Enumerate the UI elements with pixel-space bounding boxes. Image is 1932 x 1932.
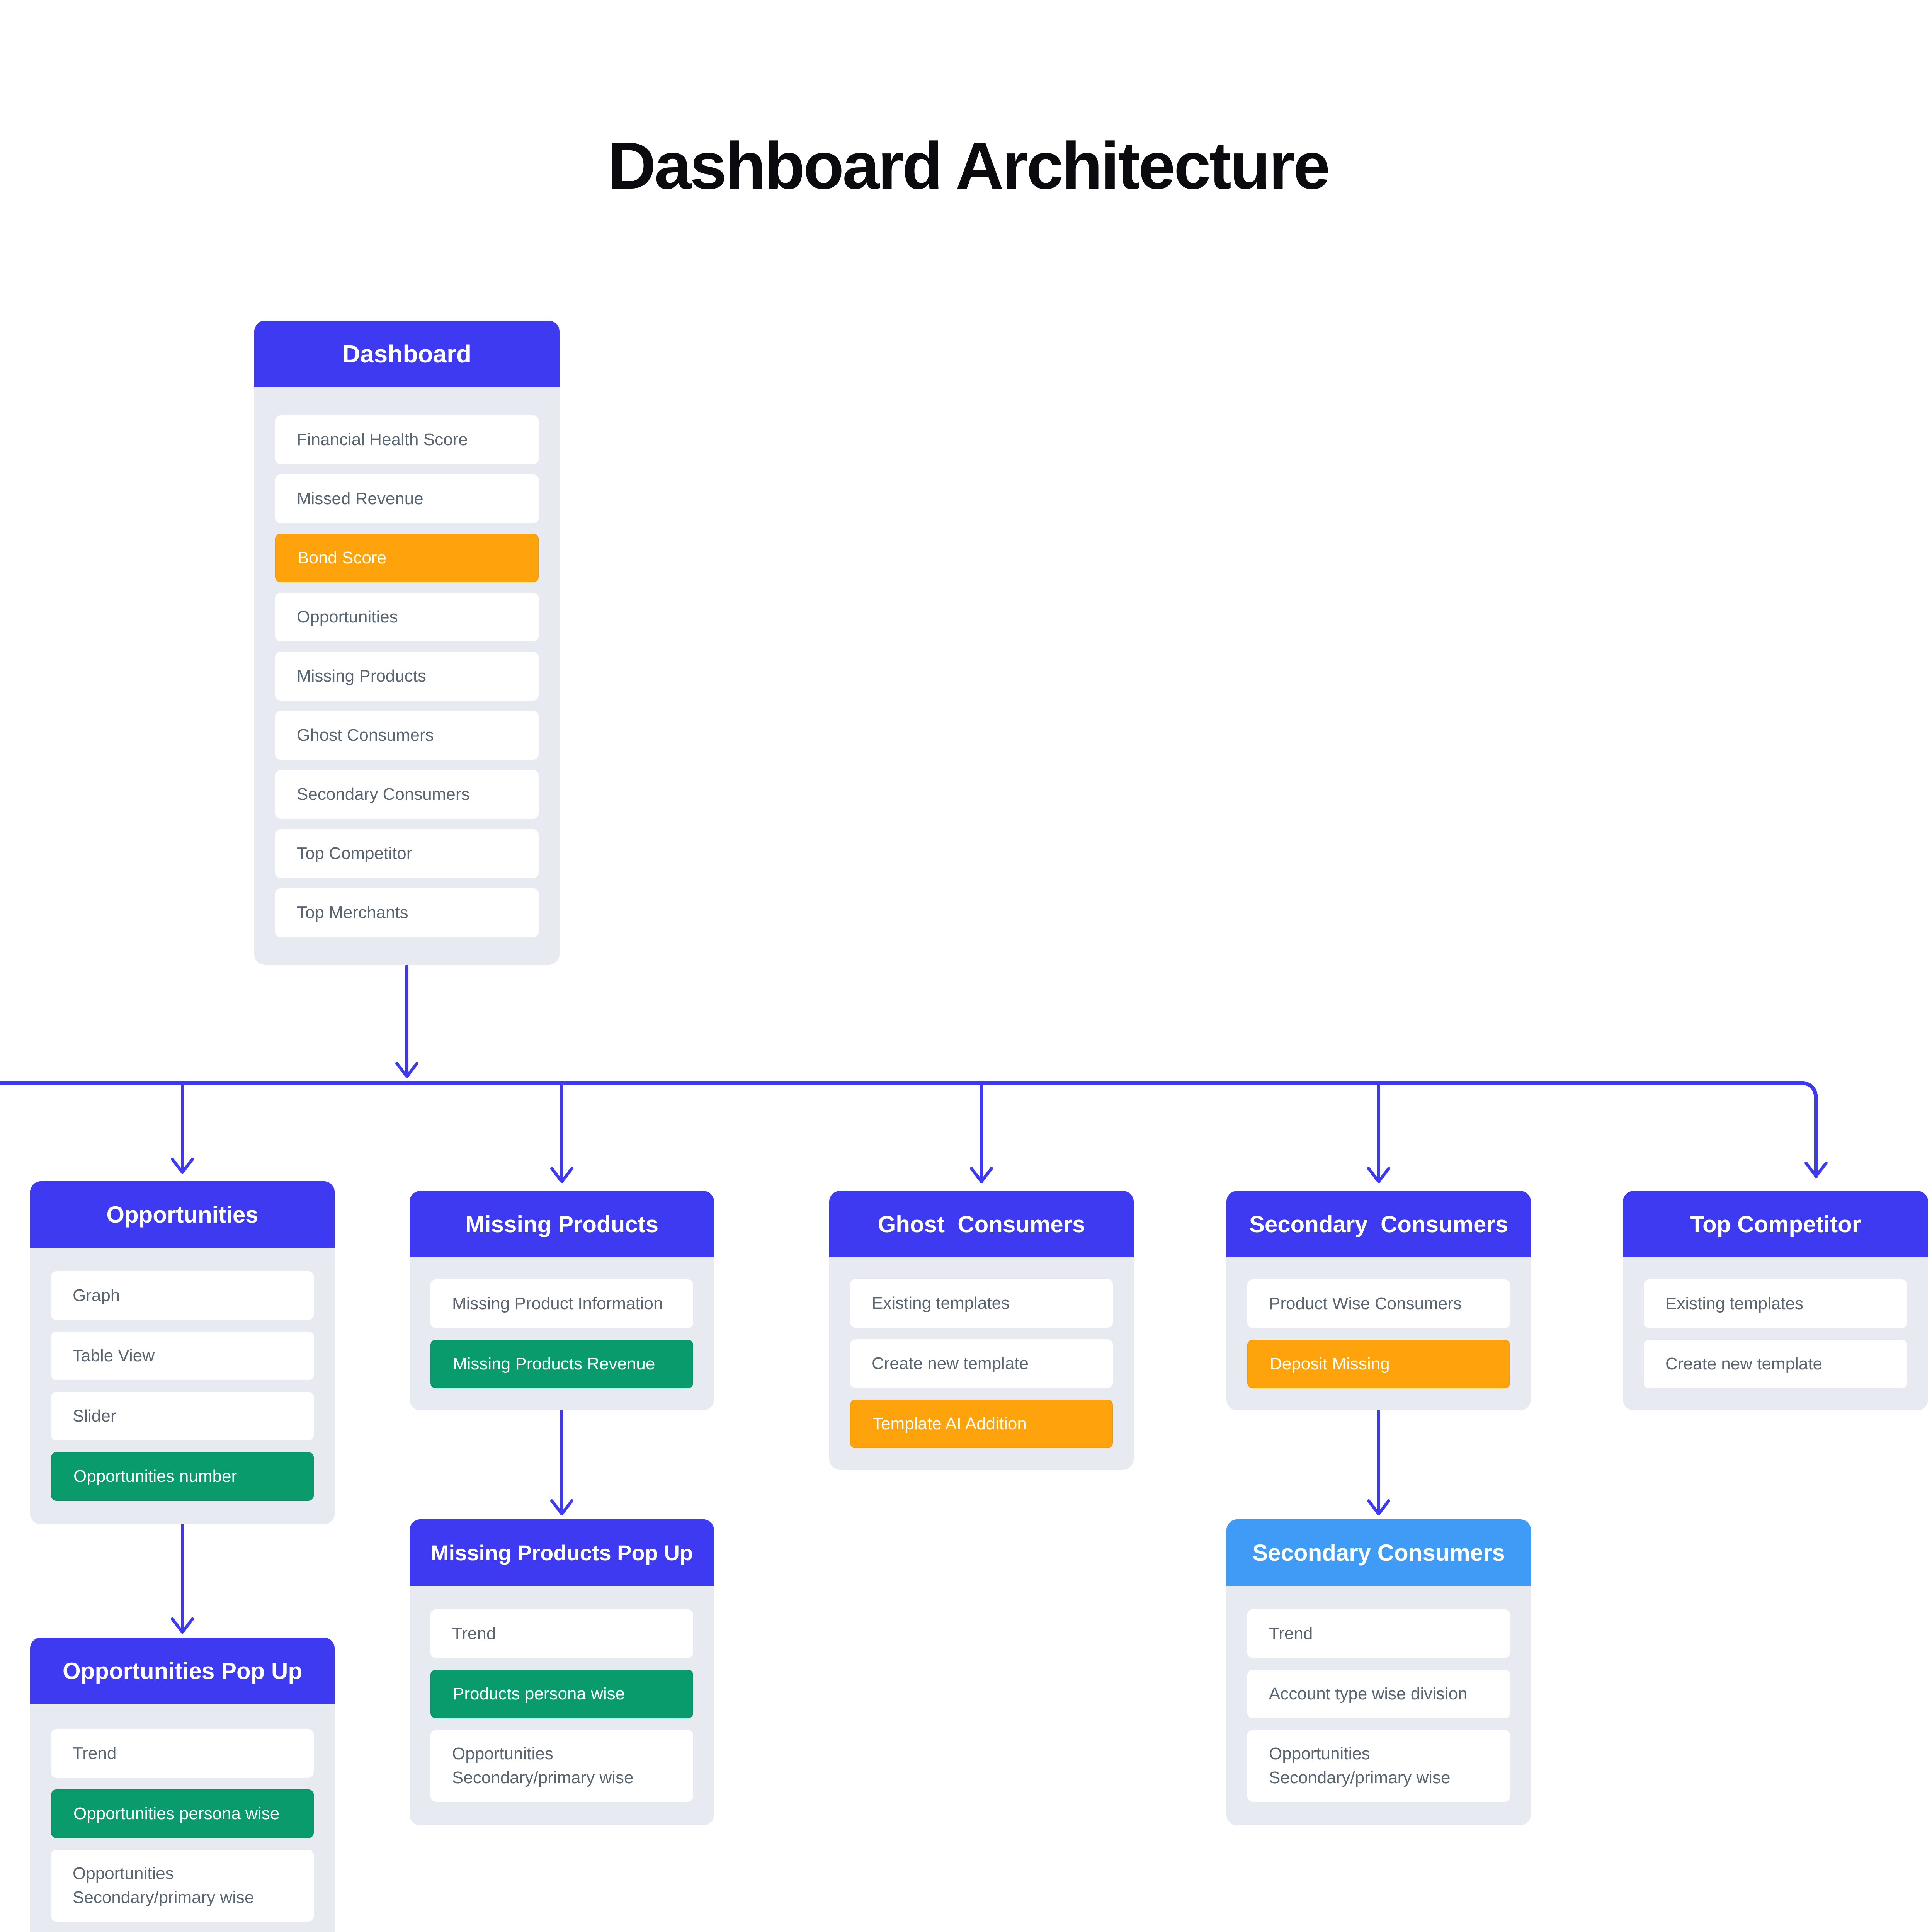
dashboard-node: Dashboard Financial Health Score Missed … (254, 321, 560, 965)
secondary-consumers-popup-node: Secondary Consumers Trend Account type w… (1226, 1519, 1531, 1825)
opportunities-item-slider: Slider (51, 1392, 314, 1440)
connector-trunk (0, 1081, 1818, 1178)
missing-products-node: Missing Products Missing Product Informa… (410, 1191, 714, 1410)
dashboard-item-ghost-consumers: Ghost Consumers (275, 711, 539, 760)
ghost-consumers-node: Ghost Consumers Existing templates Creat… (829, 1191, 1134, 1470)
opportunities-popup-header: Opportunities Pop Up (30, 1638, 335, 1704)
opportunities-popup-item-trend: Trend (51, 1729, 314, 1778)
dashboard-item-bond-score: Bond Score (275, 533, 539, 582)
dashboard-item-opportunities: Opportunities (275, 592, 539, 641)
dashboard-item-secondary-consumers: Secondary Consumers (275, 770, 539, 819)
dashboard-node-header: Dashboard (254, 321, 560, 387)
secondary-consumers-node-header: Secondary Consumers (1226, 1191, 1531, 1257)
secondary-consumers-popup-header: Secondary Consumers (1226, 1519, 1531, 1586)
dashboard-item-missed-revenue: Missed Revenue (275, 474, 539, 523)
missing-products-item-revenue: Missing Products Revenue (430, 1340, 693, 1388)
secondary-consumers-node: Secondary Consumers Product Wise Consume… (1226, 1191, 1531, 1410)
secondary-consumers-item-product-wise: Product Wise Consumers (1247, 1279, 1510, 1328)
opportunities-item-graph: Graph (51, 1271, 314, 1320)
secondary-consumers-popup-item-trend: Trend (1247, 1609, 1510, 1658)
arrowhead-secondary-consumers-popup (1367, 1499, 1390, 1515)
arrowhead-missing-products (550, 1167, 573, 1183)
dashboard-item-missing-products: Missing Products (275, 651, 539, 701)
missing-products-node-header: Missing Products (410, 1191, 714, 1257)
missing-products-popup-item-persona-wise: Products persona wise (430, 1670, 693, 1718)
dashboard-item-financial-health-score: Financial Health Score (275, 415, 539, 464)
arrowhead-ghost-consumers (970, 1167, 993, 1183)
secondary-consumers-item-deposit-missing: Deposit Missing (1247, 1340, 1510, 1388)
arrowhead-top-competitor (1804, 1162, 1828, 1178)
dashboard-item-top-competitor: Top Competitor (275, 829, 539, 878)
opportunities-node-header: Opportunities (30, 1181, 335, 1248)
secondary-consumers-popup-item-secondary-primary: Opportunities Secondary/primary wise (1247, 1730, 1510, 1802)
missing-products-popup-header: Missing Products Pop Up (410, 1519, 714, 1586)
ghost-consumers-item-existing-templates: Existing templates (850, 1279, 1113, 1328)
secondary-consumers-popup-item-account-type: Account type wise division (1247, 1670, 1510, 1718)
opportunities-popup-item-secondary-primary: Opportunities Secondary/primary wise (51, 1850, 314, 1922)
page-title: Dashboard Architecture (608, 129, 1330, 203)
arrowhead-opportunities (171, 1158, 194, 1174)
missing-products-item-information: Missing Product Information (430, 1279, 693, 1328)
dashboard-item-top-merchants: Top Merchants (275, 888, 539, 937)
opportunities-item-opportunities-number: Opportunities number (51, 1452, 314, 1501)
top-competitor-item-existing-templates: Existing templates (1644, 1279, 1907, 1328)
opportunities-popup-item-persona-wise: Opportunities persona wise (51, 1789, 314, 1838)
top-competitor-node-header: Top Competitor (1623, 1191, 1928, 1257)
top-competitor-item-create-new-template: Create new template (1644, 1340, 1907, 1388)
opportunities-popup-node: Opportunities Pop Up Trend Opportunities… (30, 1638, 335, 1932)
ghost-consumers-item-template-ai-addition: Template AI Addition (850, 1400, 1113, 1448)
ghost-consumers-node-header: Ghost Consumers (829, 1191, 1134, 1257)
missing-products-popup-node: Missing Products Pop Up Trend Products p… (410, 1519, 714, 1825)
arrowhead-dashboard-down (395, 1062, 418, 1078)
arrowhead-missing-products-popup (550, 1499, 573, 1515)
arrowhead-secondary-consumers (1367, 1167, 1390, 1183)
opportunities-node: Opportunities Graph Table View Slider Op… (30, 1181, 335, 1524)
arrowhead-opportunities-popup (171, 1617, 194, 1634)
ghost-consumers-item-create-new-template: Create new template (850, 1339, 1113, 1388)
missing-products-popup-item-secondary-primary: Opportunities Secondary/primary wise (430, 1730, 693, 1802)
opportunities-item-table-view: Table View (51, 1332, 314, 1380)
missing-products-popup-item-trend: Trend (430, 1609, 693, 1658)
top-competitor-node: Top Competitor Existing templates Create… (1623, 1191, 1928, 1410)
